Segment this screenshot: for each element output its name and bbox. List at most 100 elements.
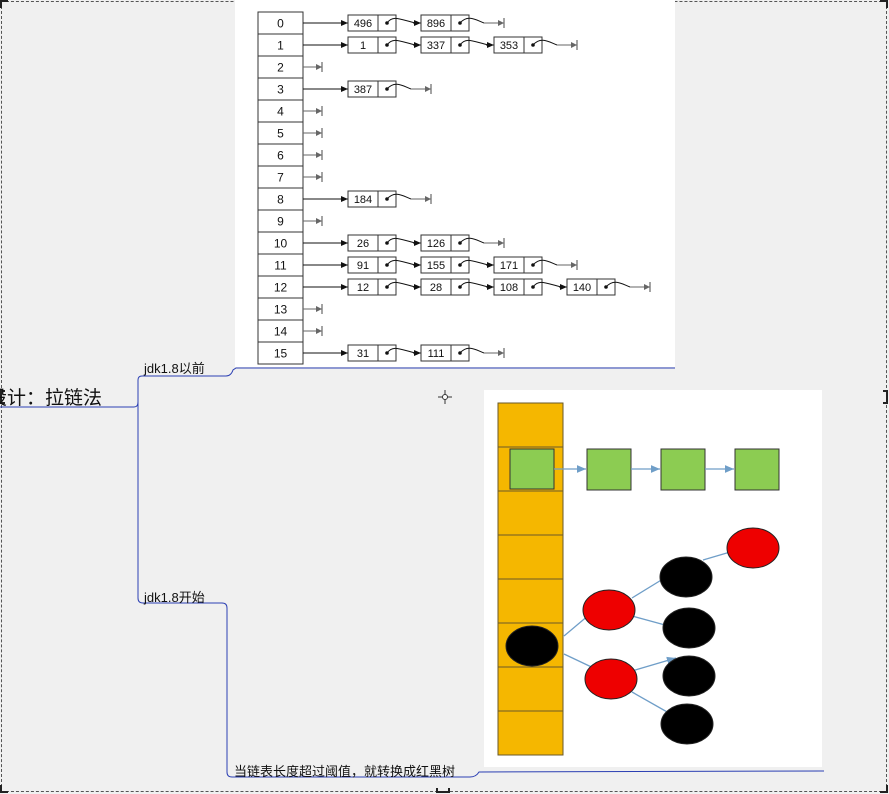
bucket-index-label: 2 xyxy=(277,61,284,75)
list-node-key: 387 xyxy=(354,84,372,96)
list-node xyxy=(347,344,397,362)
next-pointer-curve xyxy=(532,281,562,288)
resize-handle-right-middle[interactable] xyxy=(883,390,888,404)
bucket-index-label: 7 xyxy=(277,171,284,185)
resize-handle-bottom-left[interactable] xyxy=(0,785,8,793)
list-node-key: 111 xyxy=(428,348,445,360)
list-node-key: 91 xyxy=(357,260,369,272)
resize-handle-bottom-middle[interactable] xyxy=(436,788,450,793)
list-node xyxy=(493,36,543,54)
list-node-key: 337 xyxy=(427,40,445,52)
list-node-key: 353 xyxy=(500,40,518,52)
bucket-slot xyxy=(497,490,564,536)
resize-handle-top-right[interactable] xyxy=(880,0,888,8)
tree-edge-arrow xyxy=(631,656,677,672)
list-node xyxy=(734,448,780,491)
bucket-index-label: 0 xyxy=(277,17,284,31)
tree-red-node xyxy=(584,658,638,700)
bucket-index-label: 12 xyxy=(274,281,288,295)
list-node-key: 31 xyxy=(357,348,369,360)
bucket-slot xyxy=(497,578,564,624)
resize-handle-left-middle[interactable] xyxy=(0,390,5,404)
tail-pointer-curve xyxy=(532,259,558,266)
bucket-slot xyxy=(497,710,564,756)
bucket-slot xyxy=(497,534,564,580)
hashtable-red-black-tree-image[interactable] xyxy=(484,390,822,767)
list-node-key: 1 xyxy=(360,40,366,52)
list-node xyxy=(347,36,397,54)
tree-black-node xyxy=(662,607,716,649)
bucket-index-label: 3 xyxy=(277,83,284,97)
connector-before xyxy=(137,367,675,402)
bucket-index-label: 9 xyxy=(277,215,284,229)
list-node-key: 496 xyxy=(354,18,372,30)
list-node-key: 108 xyxy=(500,282,518,294)
list-node-key: 140 xyxy=(573,282,591,294)
list-node xyxy=(493,278,543,296)
bucket-slot xyxy=(497,402,564,448)
list-node-key: 126 xyxy=(427,238,445,250)
resize-handle-top-left[interactable] xyxy=(0,0,8,8)
tail-pointer-curve xyxy=(605,281,631,288)
red-black-tree-diagram xyxy=(497,402,780,756)
bucket-index-label: 10 xyxy=(274,237,288,251)
next-pointer-curve xyxy=(386,281,416,288)
tail-pointer-curve xyxy=(386,83,412,90)
tree-black-node xyxy=(662,655,716,697)
bucket-index-label: 4 xyxy=(277,105,284,119)
bucket-slot xyxy=(497,666,564,712)
tree-black-node xyxy=(659,556,713,598)
list-node-key: 155 xyxy=(427,260,445,272)
bucket-index-label: 14 xyxy=(274,325,288,339)
next-pointer-curve xyxy=(386,347,416,354)
connector-after xyxy=(137,402,825,778)
list-node xyxy=(420,278,470,296)
list-node xyxy=(420,344,470,362)
next-pointer-curve xyxy=(459,39,489,46)
next-pointer-curve xyxy=(386,39,416,46)
list-node-key: 12 xyxy=(357,282,369,294)
list-node-key: 184 xyxy=(354,194,372,206)
bucket-index-label: 6 xyxy=(277,149,284,163)
tail-pointer-curve xyxy=(532,39,558,46)
branch-note-treeify[interactable]: 当链表长度超过阈值，就转换成红黑树 xyxy=(234,764,456,779)
bucket-index-label: 13 xyxy=(274,303,288,317)
bucket-index-label: 5 xyxy=(277,127,284,141)
root-topic[interactable]: 设计：拉链法 xyxy=(0,387,103,409)
tree-root-black-node xyxy=(505,625,559,667)
list-node xyxy=(347,278,397,296)
bucket-index-label: 11 xyxy=(274,259,287,273)
next-pointer-curve xyxy=(386,17,416,24)
next-pointer-curve xyxy=(459,259,489,266)
tail-pointer-curve xyxy=(386,193,412,200)
list-node xyxy=(509,448,555,490)
list-node xyxy=(347,80,397,98)
tree-red-node xyxy=(582,589,636,631)
list-node xyxy=(347,256,397,274)
bucket-index-label: 1 xyxy=(277,39,284,53)
resize-handle-bottom-right[interactable] xyxy=(880,785,888,793)
branch-label-jdk-after[interactable]: jdk1.8开始 xyxy=(144,590,205,605)
tail-pointer-curve xyxy=(459,17,485,24)
list-node xyxy=(347,14,397,32)
list-node xyxy=(347,234,397,252)
branch-label-jdk-before[interactable]: jdk1.8以前 xyxy=(144,361,205,376)
bucket-index-label: 8 xyxy=(277,193,284,207)
next-pointer-curve xyxy=(459,281,489,288)
tree-black-node xyxy=(660,703,714,745)
list-node xyxy=(493,256,543,274)
tail-pointer-curve xyxy=(459,347,485,354)
list-node xyxy=(347,190,397,208)
list-node-key: 28 xyxy=(430,282,442,294)
next-pointer-curve xyxy=(386,259,416,266)
list-node-key: 171 xyxy=(500,260,518,272)
list-node xyxy=(660,448,706,491)
list-node xyxy=(420,256,470,274)
list-node xyxy=(566,278,616,296)
list-node xyxy=(586,448,632,491)
list-node-key: 896 xyxy=(427,18,445,30)
next-pointer-curve xyxy=(386,237,416,244)
